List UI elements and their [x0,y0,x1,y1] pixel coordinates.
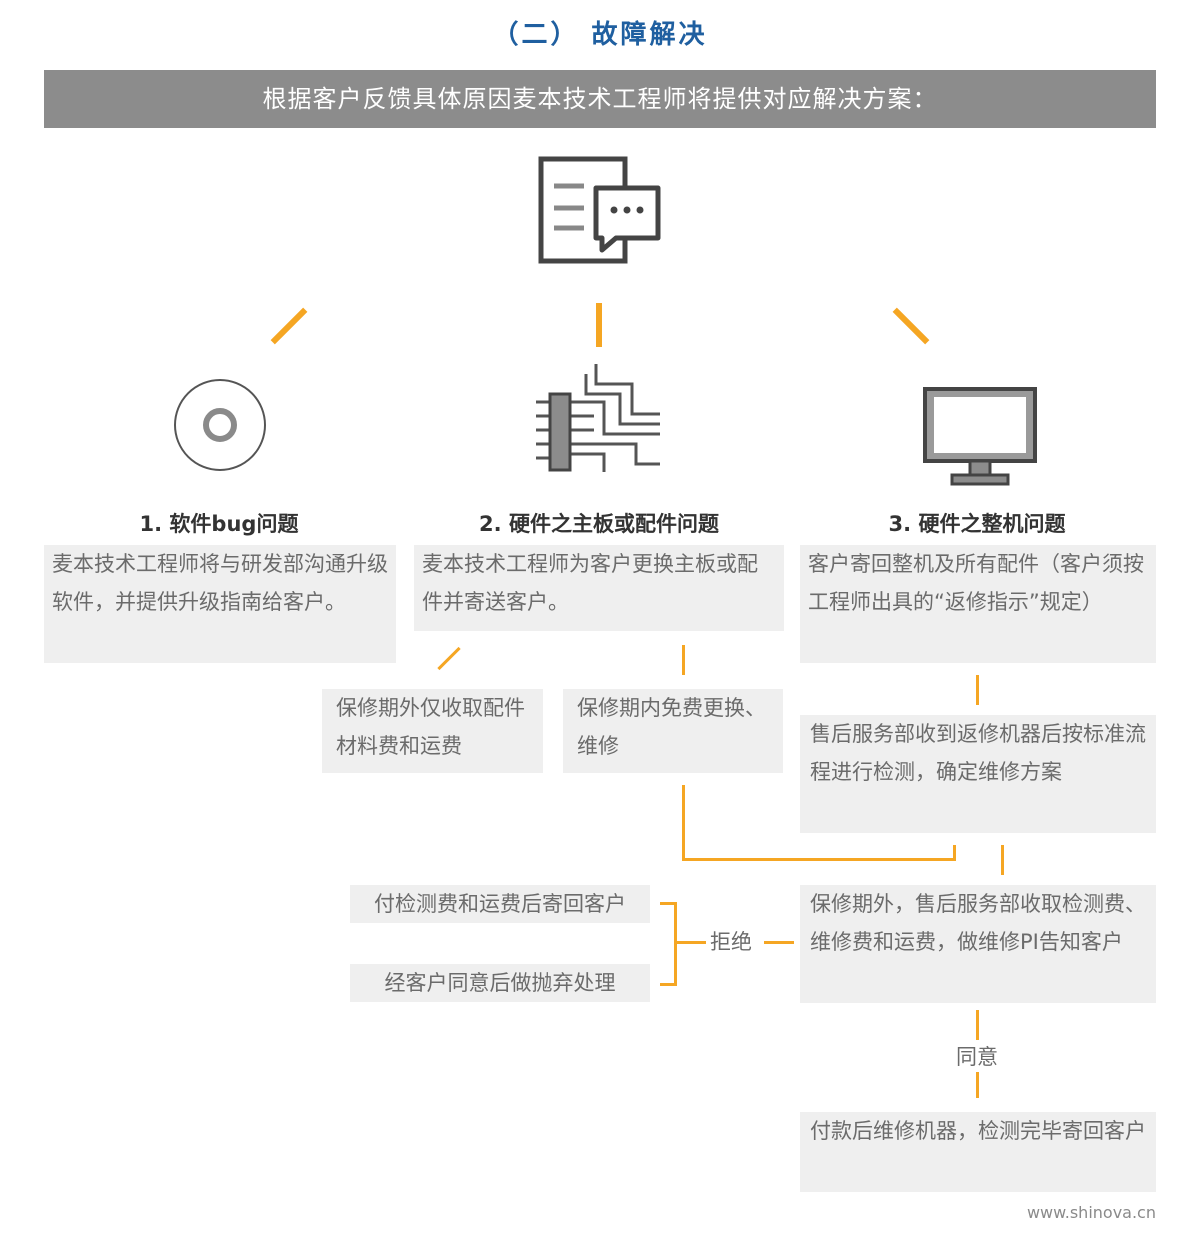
connector-to-quote [1001,845,1004,875]
reject-option-discard-box: 经客户同意后做抛弃处理 [350,964,650,1002]
hardware-parts-solution-box: 麦本技术工程师为客户更换主板或配件并寄送客户。 [414,545,784,631]
column-heading-software: 1. 软件bug问题 [139,512,299,536]
merge-line-vertical [682,785,685,861]
reject-connector-right [764,941,794,944]
merge-line-end [953,845,956,861]
final-repair-box: 付款后维修机器，检测完毕寄回客户 [800,1112,1156,1192]
agree-label: 同意 [956,1045,998,1069]
circuit-board-icon [536,364,660,472]
agree-connector-top [976,1010,979,1040]
connector-in-warranty [682,645,685,675]
footer-url: www.shinova.cn [1026,1203,1156,1222]
connector-center [596,303,602,347]
column-heading-hardware-machine: 3. 硬件之整机问题 [888,512,1066,536]
reject-option-return-box: 付检测费和运费后寄回客户 [350,885,650,923]
disc-icon [174,379,266,471]
connector-out-of-warranty [437,646,461,671]
column-heading-hardware-parts: 2. 硬件之主板或配件问题 [479,512,719,536]
monitor-icon [923,387,1037,486]
in-warranty-box: 保修期内免费更换、维修 [563,689,783,773]
inspection-box: 售后服务部收到返修机器后按标准流程进行检测，确定维修方案 [800,715,1156,833]
out-of-warranty-box: 保修期外仅收取配件材料费和运费 [322,689,543,773]
quote-box: 保修期外，售后服务部收取检测费、维修费和运费，做维修PI告知客户 [800,885,1156,1003]
reject-bracket-top [660,902,677,905]
reject-connector-left [676,941,706,944]
section-title: （二） 故障解决 [492,20,708,50]
agree-connector-bottom [976,1072,979,1098]
reject-bracket-vertical [674,902,677,986]
connector-left [270,307,308,345]
software-solution-box: 麦本技术工程师将与研发部沟通升级软件，并提供升级指南给客户。 [44,545,396,663]
banner: 根据客户反馈具体原因麦本技术工程师将提供对应解决方案： [44,70,1156,128]
reject-bracket-bottom [660,983,677,986]
document-chat-icon [538,156,661,264]
connector-right [892,307,930,345]
reject-label: 拒绝 [710,930,752,954]
merge-line-horizontal [682,858,956,861]
connector-to-inspection [976,675,979,705]
machine-return-box: 客户寄回整机及所有配件（客户须按工程师出具的“返修指示”规定） [800,545,1156,663]
